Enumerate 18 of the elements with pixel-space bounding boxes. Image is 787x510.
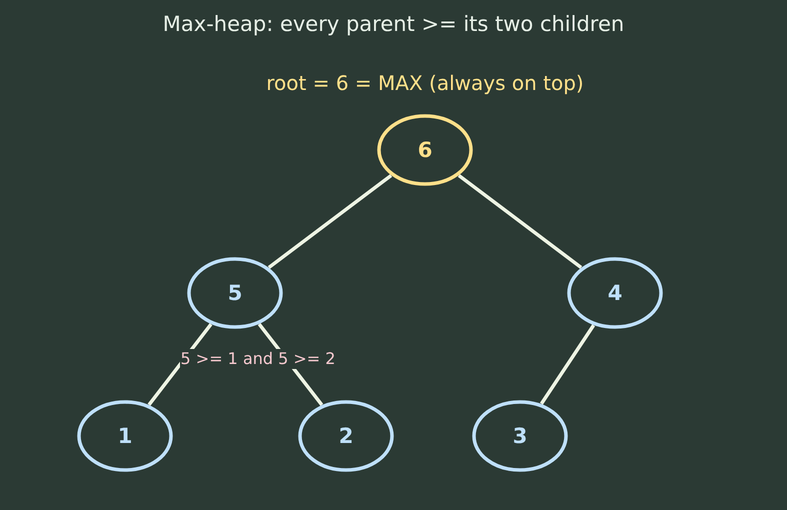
node-value: 2 [338,423,354,449]
node-value: 4 [608,280,622,306]
node-value: 1 [118,423,132,449]
node-value: 3 [512,423,528,449]
root-caption: root = 6 = MAX (always on top) [266,70,584,96]
comparison-note: 5 >= 1 and 5 >= 2 [180,349,336,369]
node-value: 5 [228,280,242,306]
heap-node [77,400,173,472]
heap-node [567,257,663,329]
heap-node [472,400,568,472]
tree-edge [268,174,392,269]
tree-edge [540,324,596,405]
diagram-title: Max-heap: every parent >= its two children [162,11,624,38]
heap-node [187,257,283,329]
tree-edge [458,174,582,269]
heap-node [298,400,394,472]
node-value: 6 [418,137,432,163]
heap-node [377,114,473,186]
